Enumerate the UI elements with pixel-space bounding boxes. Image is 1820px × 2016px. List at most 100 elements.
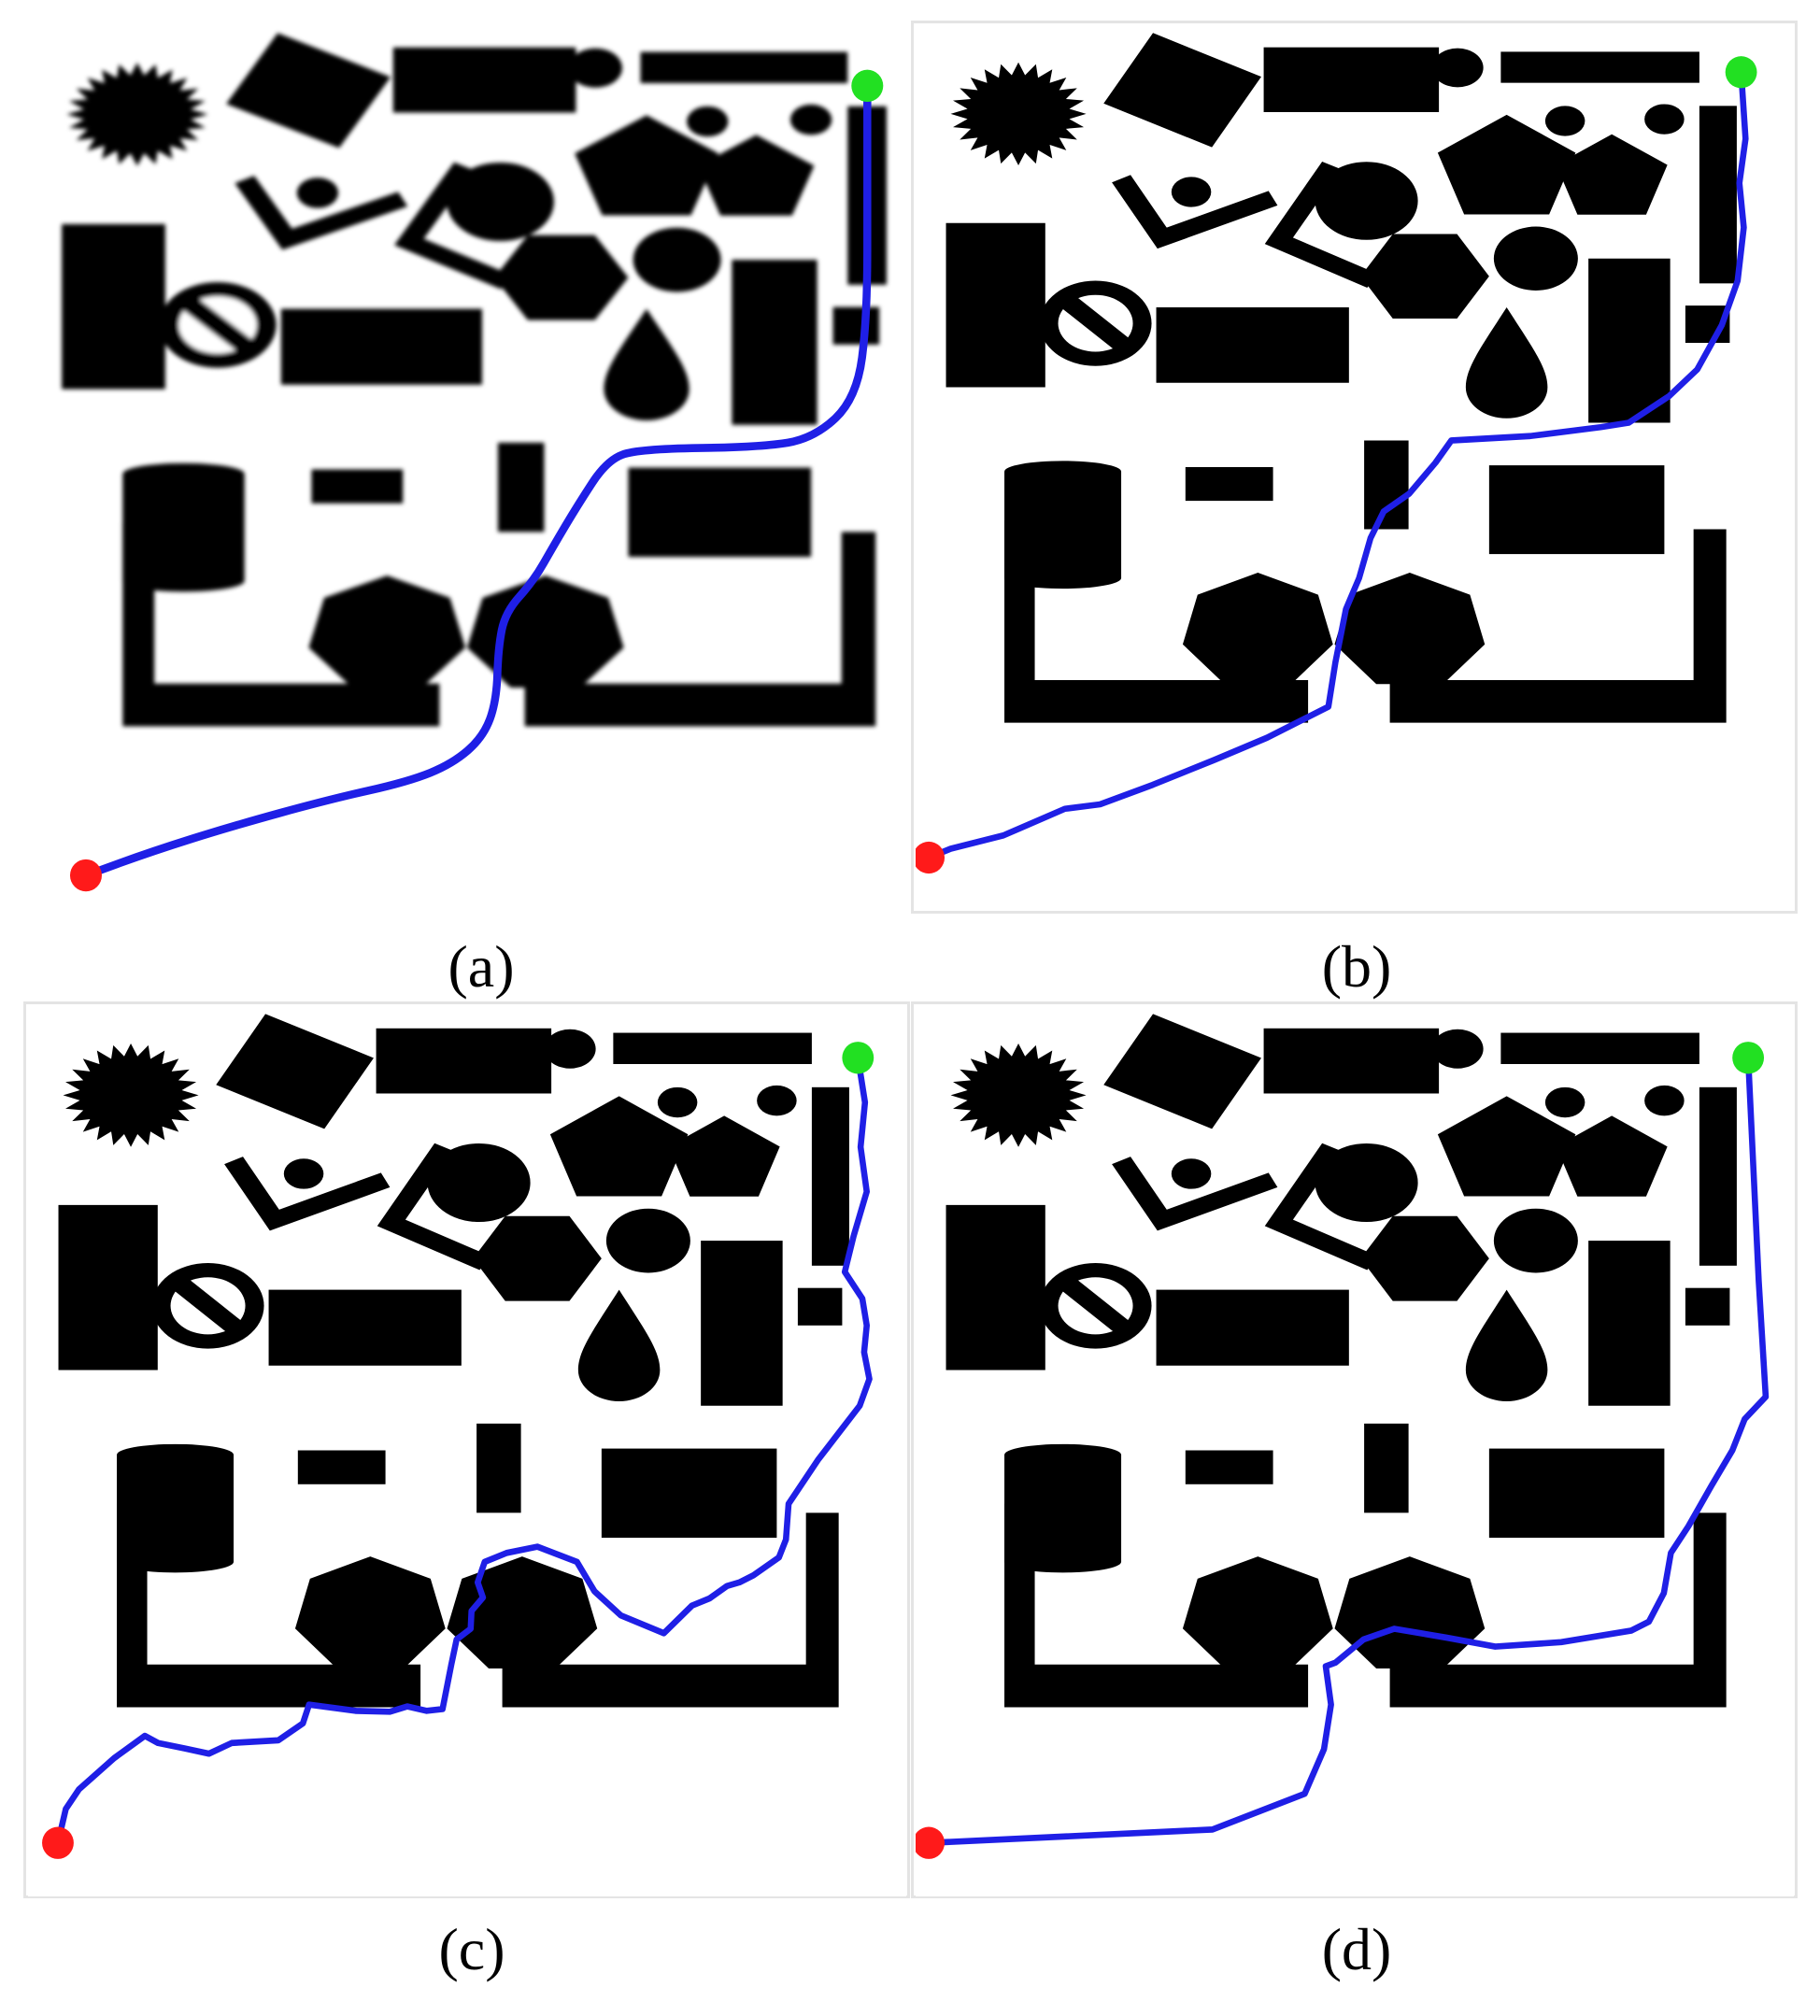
route-d [916,1042,1770,1859]
dot-obstacle-2 [1644,104,1685,135]
pentagon-obstacle-2 [1556,134,1668,215]
drop-obstacle [577,1289,661,1401]
chevron-dot-obstacle [283,1158,324,1189]
start-marker-d [916,1826,946,1859]
mid-circle-obstacle [447,162,554,242]
drop-obstacle [1465,307,1548,419]
chevron-dot-obstacle [296,177,339,208]
dot-obstacle-1 [687,106,729,137]
caption-a: (a) [448,933,515,1000]
right-vertical-bar-obstacle [1699,106,1737,284]
right-small-square-obstacle [832,306,880,345]
mid-wide-rect-obstacle [280,308,482,385]
map-c [42,1014,874,1859]
hexagon-obstacle [473,1215,602,1301]
path-line-d [925,1054,1770,1847]
tilted-square-obstacle [1103,1014,1261,1129]
right-mid-rect-obstacle [601,1448,777,1539]
left-u-wall-obstacle [122,522,440,727]
tall-rect-obstacle [1588,258,1671,423]
route-a [69,69,884,892]
left-tall-rect-obstacle [946,1204,1045,1370]
top-rect-obstacle [1263,47,1440,112]
mid-wide-rect-obstacle [1156,1289,1349,1366]
right-u-wall-obstacle [524,532,876,727]
route-b [916,56,1757,874]
top-long-bar-obstacle [1500,1032,1699,1064]
tall-rect-obstacle [732,260,818,425]
pentagon-obstacle-1 [575,115,718,216]
map-b [916,33,1757,874]
right-vertical-bar-obstacle [811,1086,849,1266]
ring-slash-obstacle [172,1277,244,1334]
map-a [62,33,887,892]
start-marker-a [69,859,102,892]
heptagon-obstacle-1 [1182,573,1333,685]
pentagon-obstacle-2 [668,1115,780,1197]
top-rect-obstacle [376,1028,552,1094]
obstacle-set-a [62,33,887,727]
right-u-wall-obstacle [502,1512,839,1708]
small-bar-obstacle [1185,1450,1273,1484]
dot-obstacle-1 [1544,1086,1585,1118]
ring-slash-obstacle [1059,1277,1131,1334]
chevron-obstacle-1 [1112,175,1278,249]
small-circle-obstacle [568,48,622,88]
frame-c [23,1001,910,1898]
goal-marker-b [1725,56,1757,89]
obstacle-set-d [946,1014,1737,1708]
right-vertical-bar-obstacle [1699,1086,1737,1266]
left-u-wall-obstacle [1004,1503,1309,1708]
heptagon-obstacle-2 [447,1556,598,1668]
right-mid-rect-obstacle [1488,1448,1665,1539]
caption-d: (d) [1321,1916,1392,1982]
top-rect-obstacle [392,47,576,113]
chevron-obstacle-1 [235,176,408,250]
obstacles-a [62,33,887,727]
mid-wide-rect-obstacle [1156,307,1349,383]
chevron-obstacle-2 [1264,1143,1378,1271]
hexagon-side-circle-obstacle [605,1208,690,1273]
goal-marker-a [851,69,884,103]
dot-obstacle-2 [757,1085,797,1116]
frame-d [911,1001,1798,1898]
small-bar-obstacle [1185,467,1273,502]
top-rect-obstacle [1263,1028,1440,1094]
panel-a [37,23,920,916]
chevron-obstacle-2 [1264,161,1378,288]
small-bar-obstacle [311,469,404,504]
path-line-b [925,68,1749,861]
obstacles-c [58,1014,849,1708]
frame-b [911,21,1798,914]
chevron-obstacle-2 [394,162,512,290]
heptagon-obstacle-2 [1334,573,1486,685]
tilted-square-obstacle [226,33,391,149]
caption-c: (c) [438,1916,505,1982]
hexagon-obstacle [1360,1215,1489,1301]
small-bar-obstacle [297,1450,386,1484]
dot-obstacle-2 [1644,1085,1685,1116]
small-vertical-bar-obstacle [476,1423,521,1513]
right-small-square-obstacle [1685,1287,1730,1326]
right-mid-rect-obstacle [1488,465,1665,555]
tilted-square-obstacle [1103,33,1261,148]
pentagon-obstacle-2 [1556,1115,1668,1197]
goal-marker-c [842,1042,874,1074]
panel-c [28,1004,906,1896]
map-d [916,1014,1770,1859]
hexagon-side-circle-obstacle [1493,226,1578,291]
dot-obstacle-1 [657,1086,698,1118]
ring-slash-obstacle [180,296,255,353]
tall-rect-obstacle [701,1241,783,1406]
small-vertical-bar-obstacle [497,442,545,532]
start-marker-b [916,841,946,874]
pentagon-obstacle-1 [1437,114,1576,215]
tilted-square-obstacle [216,1014,374,1129]
heptagon-obstacle-1 [308,575,466,688]
hexagon-side-circle-obstacle [633,227,721,292]
route-c [42,1042,874,1859]
chevron-dot-obstacle [1171,1158,1212,1189]
hexagon-obstacle [1360,234,1489,319]
small-circle-obstacle [544,1029,596,1069]
dot-obstacle-2 [789,104,832,135]
